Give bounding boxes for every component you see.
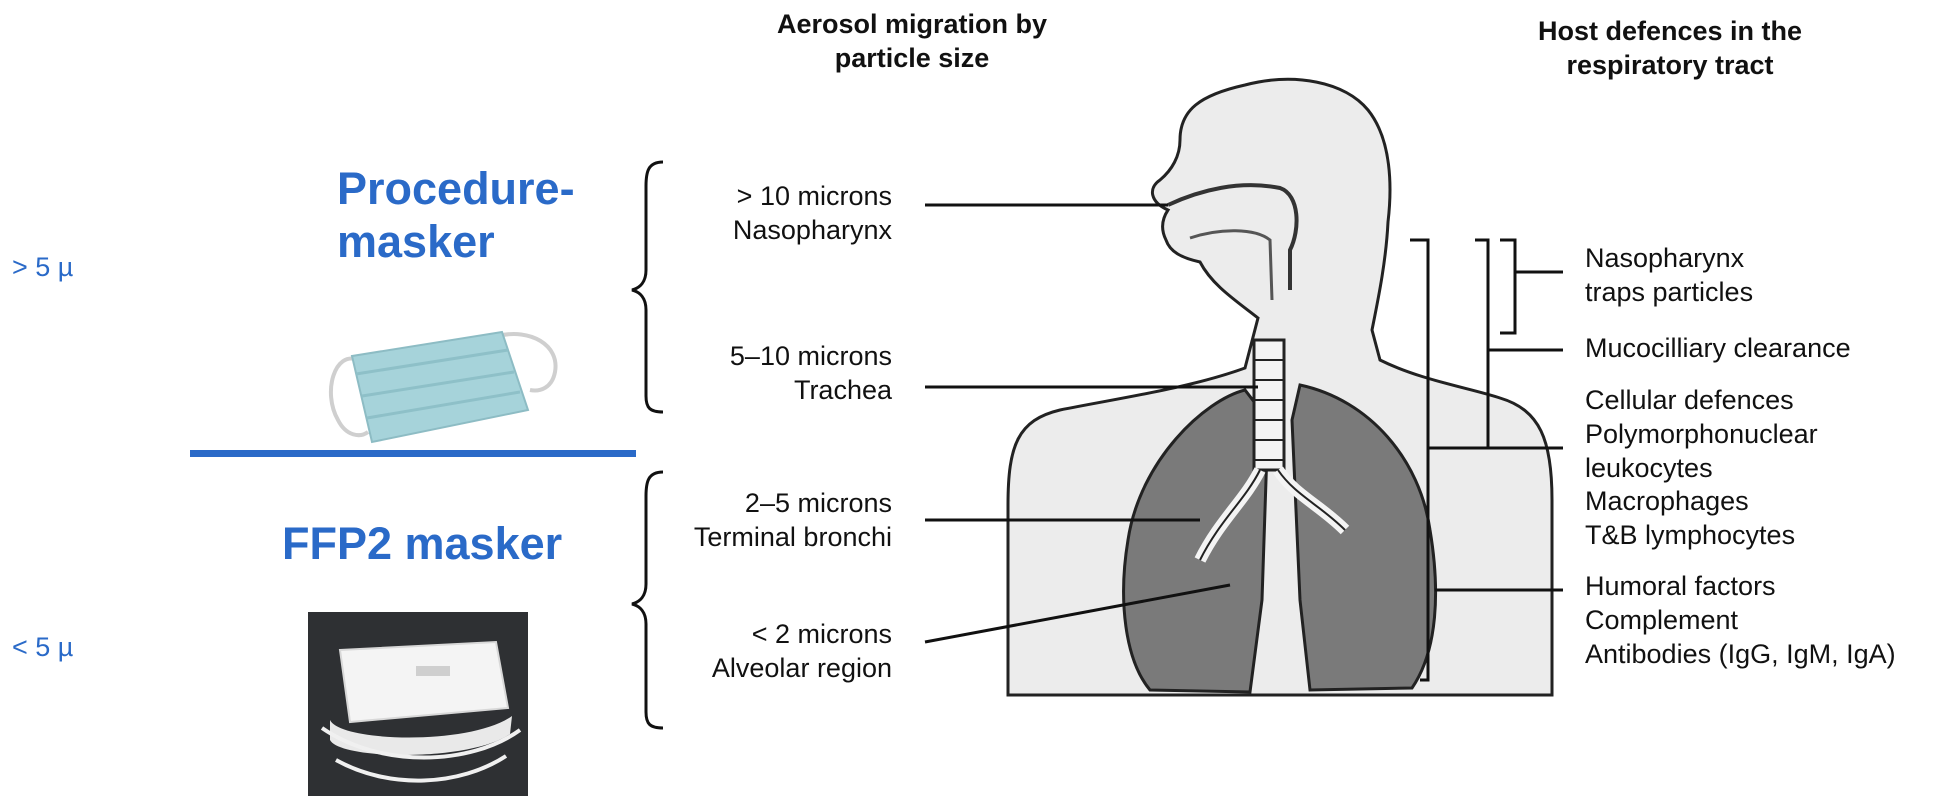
particle-label-alveolar: < 2 microns Alveolar region xyxy=(640,618,892,686)
particle-size: > 10 microns xyxy=(640,180,892,214)
particle-size: 2–5 microns xyxy=(640,487,892,521)
particle-label-terminal-bronchi: 2–5 microns Terminal bronchi xyxy=(640,487,892,555)
particle-region: Nasopharynx xyxy=(640,214,892,248)
procedure-mask-image xyxy=(331,332,556,442)
defence-line: leukocytes xyxy=(1585,452,1818,486)
defence-line: Mucocilliary clearance xyxy=(1585,332,1851,366)
defence-line: Polymorphonuclear xyxy=(1585,418,1818,452)
defence-mucociliary: Mucocilliary clearance xyxy=(1585,332,1851,366)
mask-divider xyxy=(190,450,636,457)
defence-line: Nasopharynx xyxy=(1585,242,1753,276)
particle-label-trachea: 5–10 microns Trachea xyxy=(640,340,892,408)
particle-size: < 2 microns xyxy=(640,618,892,652)
particle-size: 5–10 microns xyxy=(640,340,892,374)
particle-label-nasopharynx: > 10 microns Nasopharynx xyxy=(640,180,892,248)
defence-line: Humoral factors xyxy=(1585,570,1896,604)
particle-region: Alveolar region xyxy=(640,652,892,686)
defence-cellular: Cellular defences Polymorphonuclear leuk… xyxy=(1585,384,1818,553)
particle-region: Trachea xyxy=(640,374,892,408)
defence-line: traps particles xyxy=(1585,276,1753,310)
defence-humoral: Humoral factors Complement Antibodies (I… xyxy=(1585,570,1896,671)
defence-line: Complement xyxy=(1585,604,1896,638)
defence-line: Cellular defences xyxy=(1585,384,1818,418)
defence-line: Antibodies (IgG, IgM, IgA) xyxy=(1585,638,1896,672)
defence-line: T&B lymphocytes xyxy=(1585,519,1818,553)
particle-region: Terminal bronchi xyxy=(640,521,892,555)
ffp2-mask-image xyxy=(308,612,528,796)
defence-line: Macrophages xyxy=(1585,485,1818,519)
defence-nasopharynx: Nasopharynx traps particles xyxy=(1585,242,1753,310)
